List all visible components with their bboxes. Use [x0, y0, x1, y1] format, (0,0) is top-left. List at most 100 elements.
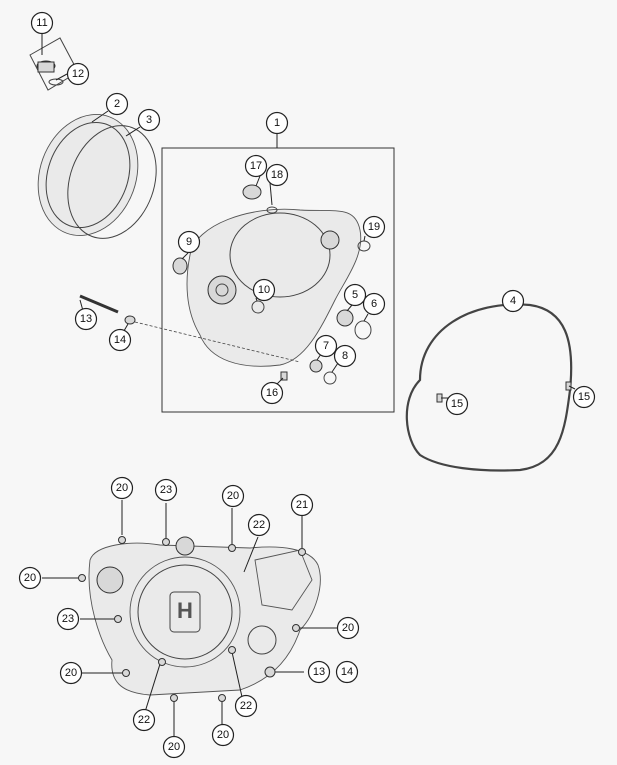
husqvarna-logo-emblem [169, 591, 201, 633]
callout-c9: 9 [177, 230, 201, 254]
clutch-cover-inner-bore [229, 212, 331, 298]
callout-c15b: 15 [572, 385, 596, 409]
callout-c14b: 14 [335, 660, 359, 684]
callout-label: 19 [368, 221, 380, 233]
seal-5 [336, 309, 354, 327]
callout-label: 8 [342, 350, 348, 362]
oil-plug-group [29, 37, 79, 91]
callout-label: 12 [72, 68, 84, 80]
circlip-8 [323, 371, 337, 385]
clutch-dome-rim [137, 564, 233, 660]
water-pump-housing [207, 275, 237, 305]
outer-clutch-cover-inner-rim [45, 121, 131, 229]
callout-c20g: 20 [211, 723, 235, 747]
callout-label: 13 [80, 313, 92, 325]
callout-c17: 17 [244, 154, 268, 178]
long-bolt-group [79, 294, 301, 363]
callout-label: 6 [371, 298, 377, 310]
callout-label: 20 [24, 572, 36, 584]
long-bolt-13 [79, 294, 119, 314]
callout-c20a: 20 [110, 476, 134, 500]
callout-c20c: 20 [18, 566, 42, 590]
screw-16 [280, 371, 288, 381]
outer-cover-boss [247, 625, 277, 655]
seal-9 [172, 257, 188, 275]
callout-c23a: 23 [154, 478, 178, 502]
callout-label: 20 [217, 729, 229, 741]
callout-label: 14 [114, 334, 126, 346]
callout-label: 22 [138, 714, 150, 726]
clutch-cover-gasket [67, 125, 157, 239]
callout-c16: 16 [260, 381, 284, 405]
callout-c2: 2 [105, 92, 129, 116]
husqvarna-logo-mark: H [177, 598, 193, 623]
callout-label: 22 [253, 519, 265, 531]
callout-c13a: 13 [74, 307, 98, 331]
callout-c11: 11 [30, 11, 54, 35]
callout-c22b: 22 [132, 708, 156, 732]
callout-label: 20 [342, 622, 354, 634]
callout-c20b: 20 [221, 484, 245, 508]
callout-c14a: 14 [108, 328, 132, 352]
callout-c20e: 20 [59, 661, 83, 685]
callout-label: 3 [146, 114, 152, 126]
callout-c23b: 23 [56, 607, 80, 631]
callout-c21: 21 [290, 493, 314, 517]
outer-clutch-cover [37, 114, 139, 236]
inspection-plug-boss [96, 566, 124, 594]
o-ring-18 [266, 206, 278, 214]
outer-ignition-cover: H [88, 536, 321, 696]
washer-14 [124, 315, 136, 325]
callout-label: 14 [341, 666, 353, 678]
callout-c22a: 22 [247, 513, 271, 537]
callout-c4: 4 [501, 289, 525, 313]
plug-17 [242, 184, 262, 200]
callout-label: 20 [227, 490, 239, 502]
cover-assembly-frame [161, 147, 395, 413]
callout-c19: 19 [362, 215, 386, 239]
ignition-cover-gasket [405, 303, 573, 472]
callout-c6: 6 [362, 292, 386, 316]
callout-label: 9 [186, 236, 192, 248]
o-ring-6 [354, 320, 372, 340]
callout-label: 20 [168, 741, 180, 753]
callout-c10: 10 [252, 278, 276, 302]
callout-c20d: 20 [336, 616, 360, 640]
callout-label: 15 [578, 391, 590, 403]
callout-c1: 1 [265, 111, 289, 135]
callout-label: 7 [323, 340, 329, 352]
callout-label: 23 [160, 484, 172, 496]
bushing-10 [251, 300, 265, 314]
callout-label: 18 [271, 169, 283, 181]
callout-label: 20 [65, 667, 77, 679]
callout-c3: 3 [137, 108, 161, 132]
callout-label: 23 [62, 613, 74, 625]
callout-label: 20 [116, 482, 128, 494]
assembly-axis-line [134, 321, 301, 363]
ignition-cover-gasket-group [405, 303, 573, 472]
callout-label: 10 [258, 284, 270, 296]
callout-c7: 7 [314, 334, 338, 358]
washer-7 [309, 359, 323, 373]
filler-cap-boss [175, 536, 195, 556]
callout-c15a: 15 [445, 392, 469, 416]
screw-15b [565, 381, 572, 391]
callout-c18: 18 [265, 163, 289, 187]
cover-boss [320, 230, 340, 250]
callout-c22c: 22 [234, 694, 258, 718]
callout-c12: 12 [66, 62, 90, 86]
callout-label: 5 [352, 289, 358, 301]
callout-label: 11 [36, 17, 47, 29]
callout-c8: 8 [333, 344, 357, 368]
callout-label: 13 [313, 666, 325, 678]
oil-filler-plug-body [37, 61, 55, 73]
callout-c20f: 20 [162, 735, 186, 759]
callout-label: 4 [510, 295, 516, 307]
callout-label: 2 [114, 98, 120, 110]
callout-label: 21 [296, 499, 308, 511]
clutch-dome [129, 556, 241, 668]
water-pump-shaft-bore [215, 283, 229, 297]
callout-label: 15 [451, 398, 463, 410]
